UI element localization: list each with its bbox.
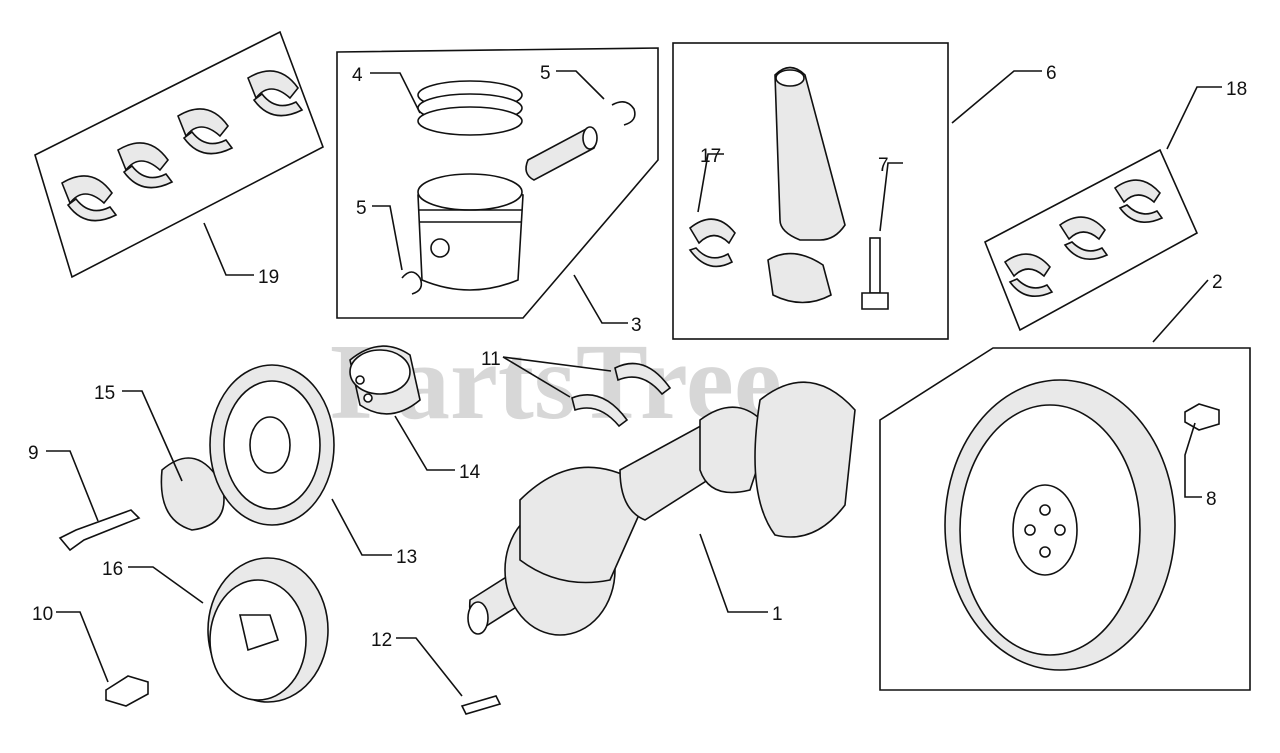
key-12[interactable] xyxy=(460,695,502,715)
callout-5-bottom: 5 xyxy=(356,198,367,219)
crankshaft-1[interactable] xyxy=(467,381,856,636)
callout-19: 19 xyxy=(258,267,279,288)
piston-kit-box-3[interactable] xyxy=(336,47,659,319)
callout-5-top: 5 xyxy=(540,63,551,84)
callout-12: 12 xyxy=(371,630,392,651)
main-bearing-set-19[interactable] xyxy=(34,30,324,279)
callout-7: 7 xyxy=(878,155,889,176)
callout-4: 4 xyxy=(352,65,363,86)
callout-3: 3 xyxy=(631,315,642,336)
callout-9: 9 xyxy=(28,443,39,464)
crank-gear-13[interactable] xyxy=(209,364,335,526)
callout-18: 18 xyxy=(1226,79,1247,100)
callout-8: 8 xyxy=(1206,489,1217,510)
callout-15: 15 xyxy=(94,383,115,404)
crank-pulley-16[interactable] xyxy=(207,557,329,703)
callout-14: 14 xyxy=(459,462,481,483)
callout-11: 11 xyxy=(481,349,501,370)
callout-1: 1 xyxy=(772,604,783,625)
leader-lines xyxy=(46,70,1222,697)
connecting-rod-box-6[interactable] xyxy=(672,42,949,340)
flywheel-box-2[interactable] xyxy=(879,347,1251,691)
callout-6: 6 xyxy=(1046,63,1057,84)
bolt-10[interactable] xyxy=(105,675,149,707)
thrust-plate-15[interactable] xyxy=(160,457,225,531)
callout-16: 16 xyxy=(102,559,123,580)
thrust-washers-11[interactable] xyxy=(571,362,672,428)
rod-bearing-set-18[interactable] xyxy=(983,148,1199,332)
callout-17: 17 xyxy=(700,146,721,167)
callout-13: 13 xyxy=(396,547,417,568)
bushing-14[interactable] xyxy=(349,345,421,415)
callout-10: 10 xyxy=(32,604,53,625)
bolt-9[interactable] xyxy=(58,509,141,552)
callout-2: 2 xyxy=(1212,272,1223,293)
callout-labels: 1 2 3 4 5 5 6 7 8 9 10 11 12 13 14 15 16… xyxy=(28,63,1247,651)
